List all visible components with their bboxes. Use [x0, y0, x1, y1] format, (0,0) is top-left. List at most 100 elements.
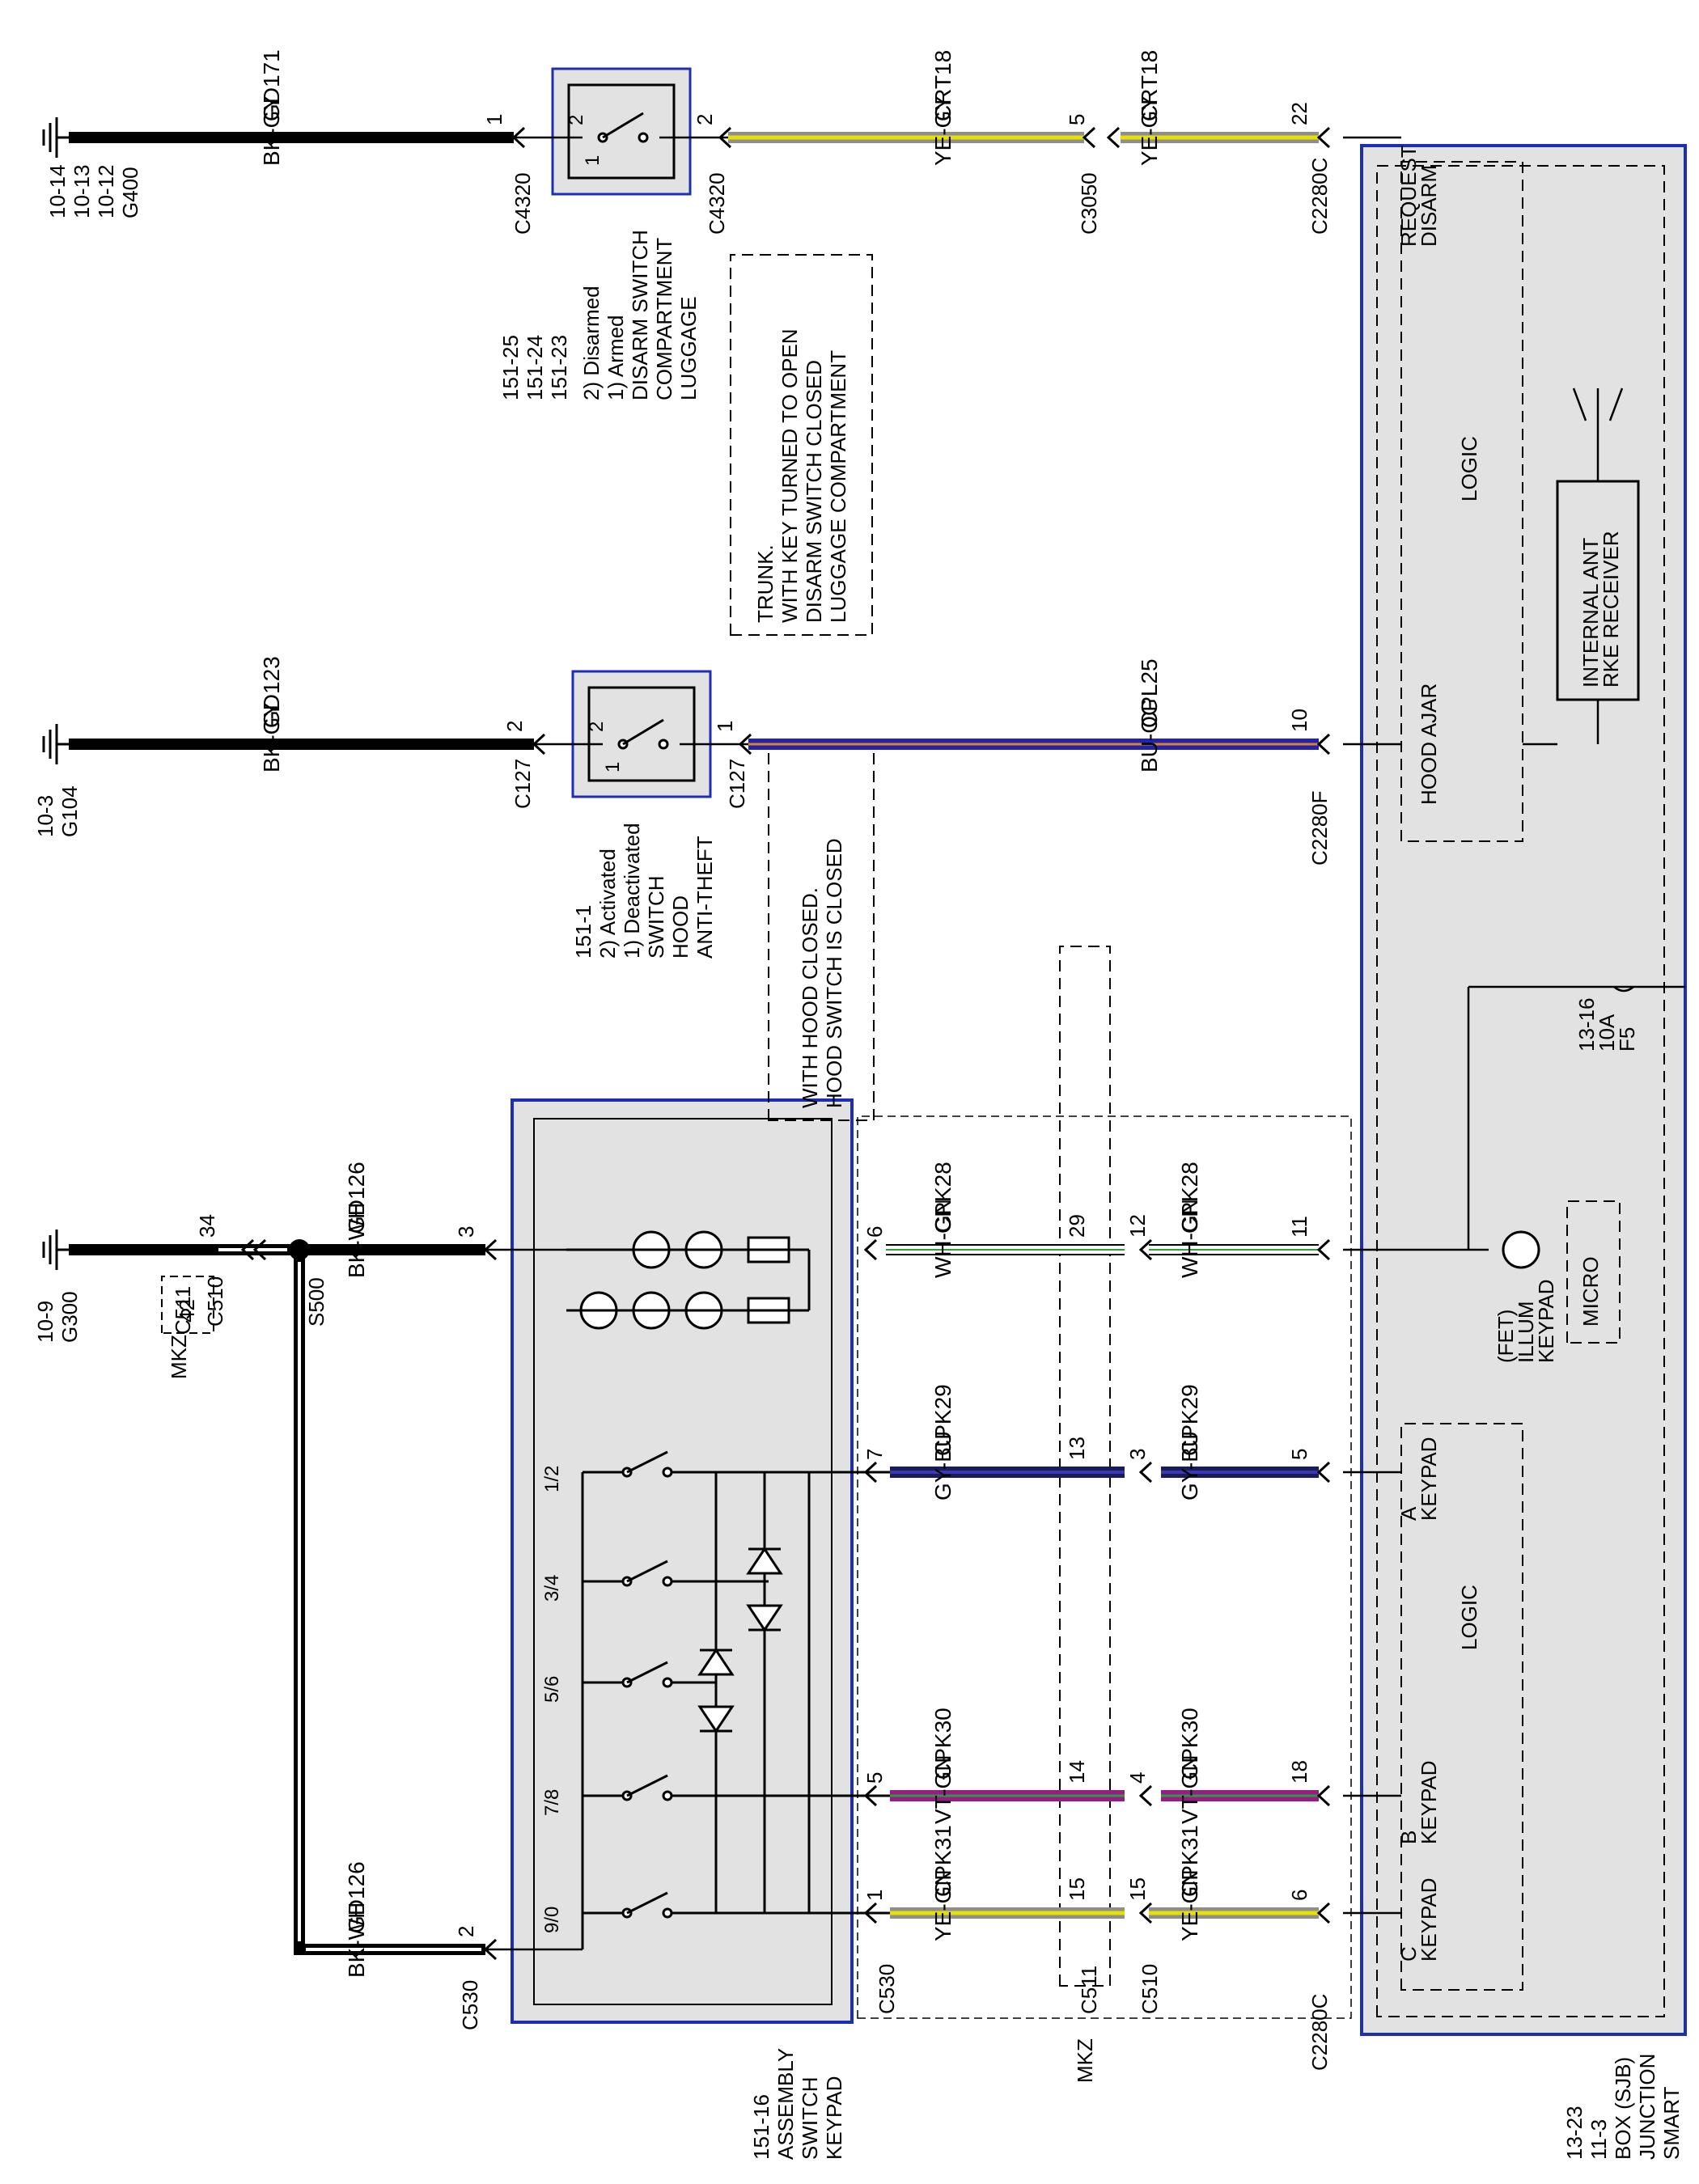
connector-mkz-right: MKZ [1073, 2038, 1097, 2083]
sjb-internal-wiring [1467, 387, 1685, 1250]
pin-label: 12 [1125, 1214, 1150, 1238]
svg-text:1) Armed: 1) Armed [604, 315, 628, 401]
luggage-note-box [730, 254, 873, 636]
svg-text:ANTI-THEFT: ANTI-THEFT [693, 836, 717, 959]
cpk29-right-color: GY-BU [1177, 1431, 1202, 1500]
svg-text:KEYPAD: KEYPAD [1417, 1760, 1441, 1844]
ground-g400-label: G400 10-12 10-13 10-14 [45, 165, 142, 219]
cpk28-right-color: WH-GN [1177, 1199, 1202, 1278]
gd123-id: GD123 [259, 656, 284, 728]
keypad-switch-assembly [511, 1098, 854, 2024]
cpk31-left-id: CPK31 [930, 1825, 955, 1897]
pin-label: 6 [862, 1226, 887, 1238]
c511-dashed-box [1059, 946, 1111, 1987]
svg-text:DISARM: DISARM [1417, 165, 1441, 247]
hood-switch-label: ANTI-THEFT HOOD SWITCH 151-1 1) Deactiva… [571, 823, 717, 959]
gd171-id: GD171 [259, 49, 284, 121]
svg-text:HOOD: HOOD [668, 895, 693, 959]
cpk31-right-id: CPK31 [1177, 1825, 1202, 1897]
cpk28-left-color: WH-GN [930, 1199, 955, 1278]
keypad-assembly-label: KEYPAD SWITCH ASSEMBLY 151-16 [749, 2048, 846, 2160]
svg-text:MICRO: MICRO [1578, 1256, 1603, 1327]
keypad-common-bus [581, 1471, 890, 1949]
rotated-layer: GD171 BK-GY GD123 BK-GY GD126 BK-WH GD12… [33, 49, 1687, 2160]
svg-text:3/4: 3/4 [541, 1575, 563, 1602]
pin-label: 42 [175, 1299, 199, 1323]
connector-c511-right: C511 [1077, 1966, 1101, 2014]
svg-text:F5: F5 [1615, 1027, 1639, 1052]
pin-label: 5 [862, 1772, 887, 1784]
svg-text:B: B [1396, 1831, 1421, 1844]
crt18-right-id: CRT18 [1137, 50, 1162, 121]
connector-c3050: C3050 [1077, 172, 1101, 235]
svg-text:ILLUM: ILLUM [1514, 1301, 1538, 1363]
switch-position-labels: 2 1 2 1 [566, 115, 624, 772]
svg-text:LOGIC: LOGIC [1457, 436, 1481, 502]
ground-g300-label: G300 10-9 [33, 1291, 82, 1343]
svg-text:7/8: 7/8 [541, 1789, 563, 1816]
c511-mkz-box-left [161, 1276, 214, 1334]
svg-text:9/0: 9/0 [541, 1907, 563, 1933]
cpk29-left-color: GY-BU [930, 1431, 955, 1500]
svg-text:1) Deactivated: 1) Deactivated [620, 823, 644, 959]
svg-text:COMPARTMENT: COMPARTMENT [652, 238, 676, 400]
svg-text:5/6: 5/6 [541, 1676, 563, 1703]
pin-label: 18 [1287, 1760, 1311, 1784]
svg-text:REQUEST: REQUEST [1396, 145, 1421, 247]
svg-text:2: 2 [586, 722, 608, 732]
svg-text:10-13: 10-13 [70, 165, 94, 219]
pin-label: 7 [862, 1449, 887, 1460]
cpk29-left-id: CPK29 [930, 1384, 955, 1456]
gd126-bottom-id: GD126 [344, 1861, 369, 1933]
svg-text:G104: G104 [57, 785, 82, 837]
svg-text:10-3: 10-3 [33, 795, 57, 837]
ground-symbol-g300 [42, 1230, 69, 1270]
svg-text:KEYPAD: KEYPAD [1417, 1437, 1441, 1521]
keypad-leds [566, 1230, 811, 1330]
sjb-logic-top [1400, 161, 1523, 842]
cpk31-right-color: YE-GN [1177, 1869, 1202, 1941]
svg-text:10A: 10A [1595, 1014, 1619, 1052]
splice-s500: S500 [304, 1277, 328, 1327]
cpl25-id: CPL25 [1137, 658, 1162, 728]
svg-text:RKE RECEIVER: RKE RECEIVER [1599, 531, 1623, 688]
svg-text:10-12: 10-12 [94, 165, 118, 219]
svg-text:JUNCTION: JUNCTION [1635, 2054, 1659, 2160]
sjb-label: SMART JUNCTION BOX (SJB) 11-3 13-23 [1562, 2054, 1684, 2160]
luggage-note: LUGGAGE COMPARTMENT DISARM SWITCH CLOSED… [753, 328, 850, 623]
svg-text:2) Activated: 2) Activated [595, 849, 620, 959]
ground-symbol-g104 [42, 724, 69, 764]
pin-label: 22 [1287, 102, 1311, 125]
ground-g104-label: G104 10-3 [33, 785, 82, 837]
svg-text:DISARM SWITCH CLOSED: DISARM SWITCH CLOSED [802, 360, 826, 623]
svg-text:ASSEMBLY: ASSEMBLY [773, 2048, 798, 2160]
crt18-left-color: YE-GY [930, 95, 955, 166]
connector-c2280c-top: C2280C [1307, 158, 1332, 235]
pin-label: 1 [482, 114, 506, 125]
pin-label: 15 [1065, 1877, 1089, 1901]
cpk31-left-color: YE-GN [930, 1869, 955, 1941]
sjb-module [1360, 144, 1687, 2036]
connector-c127-right: C127 [725, 759, 749, 809]
luggage-switch-inner [567, 83, 676, 180]
pin-label: 5 [1287, 1449, 1311, 1460]
connector-c530-bottom: C530 [458, 1980, 482, 2030]
svg-text:INTERNAL ANT: INTERNAL ANT [1578, 537, 1603, 688]
gd126-bottom-color: BK-WH [344, 1903, 369, 1978]
keypad-diodes [697, 1547, 783, 1733]
svg-text:10-9: 10-9 [33, 1301, 57, 1343]
connector-c2280f: C2280F [1307, 791, 1332, 866]
crt18-left-id: CRT18 [930, 50, 955, 121]
connector-chevrons [240, 126, 1331, 1961]
cpk30-right-id: CPK30 [1177, 1708, 1202, 1780]
svg-text:WITH HOOD CLOSED.: WITH HOOD CLOSED. [798, 887, 822, 1108]
pin-label: 13 [1065, 1437, 1089, 1460]
sjb-inner-boundary [1376, 165, 1665, 2017]
connector-c510-left: C510 [203, 1276, 227, 1327]
keypad-inner-box [533, 1118, 833, 2005]
sjb-logic-bottom [1400, 1423, 1523, 1991]
svg-text:LUGGAGE COMPARTMENT: LUGGAGE COMPARTMENT [826, 350, 850, 623]
pin-label: 3 [1125, 1449, 1150, 1460]
pin-label: 2 [502, 721, 527, 732]
